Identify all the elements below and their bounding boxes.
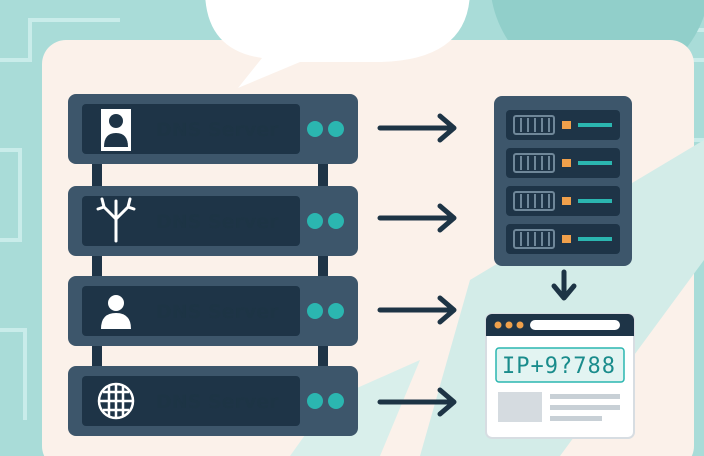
flow-arrows: [377, 113, 457, 417]
speech-bubble: [205, 0, 470, 88]
status-led: [328, 303, 344, 319]
rack-unit: [506, 110, 620, 140]
arrow-down-icon: [551, 269, 577, 301]
server-label: DNS Server: [156, 301, 279, 323]
person-icon: [101, 109, 131, 151]
ip-result-box: [495, 347, 625, 383]
server-rack: [494, 96, 632, 266]
arrow-right-icon: [377, 387, 457, 417]
content-placeholder: [498, 392, 542, 422]
content-line: [550, 405, 620, 410]
rack-unit: [506, 224, 620, 254]
person-icon: [101, 295, 131, 329]
status-led: [307, 393, 323, 409]
window-dot: [494, 321, 502, 329]
status-led: [307, 303, 323, 319]
tree-icon: [96, 197, 136, 243]
server-stack: DNS Server DNS Server: [68, 94, 358, 436]
dns-server-unit[interactable]: DNS Server: [68, 186, 358, 256]
status-led: [307, 121, 323, 137]
arrow-right-icon: [377, 113, 457, 143]
server-label: DNS Server: [156, 391, 279, 413]
window-dot: [505, 321, 513, 329]
dns-server-unit[interactable]: DNS Server: [68, 366, 358, 436]
server-label: DNS Server: [156, 119, 279, 141]
content-line: [550, 416, 602, 421]
dns-server-unit[interactable]: DNS Server: [68, 94, 358, 164]
status-led: [328, 121, 344, 137]
rack-unit: [506, 186, 620, 216]
status-led: [328, 393, 344, 409]
ip-result-text: IP+9?788: [502, 354, 616, 379]
rack-unit: [506, 148, 620, 178]
window-dot: [516, 321, 524, 329]
server-label: DNS Server: [156, 211, 279, 233]
arrow-right-icon: [377, 295, 457, 325]
arrow-right-icon: [377, 203, 457, 233]
content-line: [550, 394, 620, 399]
address-bar: [530, 320, 620, 330]
status-led: [328, 213, 344, 229]
dns-server-unit[interactable]: DNS Server: [68, 276, 358, 346]
globe-icon: [97, 382, 135, 420]
status-led: [307, 213, 323, 229]
browser-window: IP+9?788: [485, 313, 635, 439]
